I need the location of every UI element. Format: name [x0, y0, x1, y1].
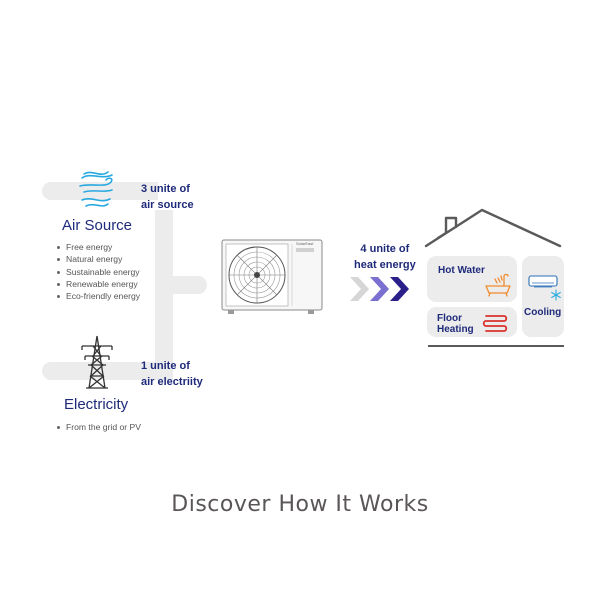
wind-icon	[78, 166, 118, 216]
room-cooling	[522, 256, 564, 337]
air-source-amount-line1: 3 unite of	[141, 183, 190, 195]
chevron-arrows-icon	[348, 276, 418, 302]
electricity-amount-line2: air electriity	[141, 376, 203, 388]
snowflake-icon	[550, 288, 562, 301]
air-source-amount-label: 3 unite of air source	[141, 181, 194, 213]
electricity-amount-label: 1 unite of air electriity	[141, 358, 203, 390]
bathtub-icon	[484, 272, 512, 298]
cooling-label: Cooling	[524, 307, 562, 318]
house-roof-icon	[422, 206, 564, 252]
power-pylon-icon	[76, 334, 118, 390]
air-source-bullet: Eco-friendly energy	[56, 291, 141, 302]
heat-energy-amount-label: 4 unite of heat energy	[354, 241, 416, 273]
floor-heating-label: Floor Heating	[437, 313, 474, 335]
connector-bar-vertical	[155, 210, 173, 380]
connector-bar-bottom	[42, 362, 173, 380]
floor-heating-label-line1: Floor	[437, 313, 462, 324]
hot-water-label: Hot Water	[438, 265, 485, 276]
heat-pump-brand-label: SolarEast	[296, 241, 314, 246]
air-source-title: Air Source	[62, 217, 133, 234]
electricity-bullet-list: From the grid or PV	[54, 421, 141, 433]
page-title: Discover How It Works	[171, 492, 429, 517]
air-source-bullet-list: Free energy Natural energy Sustainable e…	[54, 241, 140, 302]
electricity-bullet: From the grid or PV	[57, 422, 141, 432]
air-source-bullet: Natural energy	[56, 253, 140, 265]
connector-bar-middle	[155, 276, 207, 294]
house-floor-line	[428, 345, 564, 347]
air-source-bullet: Sustainable energy	[56, 266, 140, 277]
air-source-bullet: Free energy	[56, 241, 140, 253]
air-source-bullet: Renewable energy	[56, 278, 140, 290]
electricity-amount-line1: 1 unite of	[141, 360, 190, 372]
air-conditioner-icon	[528, 275, 558, 289]
heat-energy-amount-line2: heat energy	[354, 259, 416, 271]
floor-heating-label-line2: Heating	[437, 324, 474, 335]
floor-heating-coil-icon	[482, 313, 508, 333]
air-source-amount-line2: air source	[141, 199, 194, 211]
heat-pump-unit	[220, 238, 324, 318]
heat-energy-amount-line1: 4 unite of	[360, 243, 410, 255]
electricity-title: Electricity	[64, 396, 129, 413]
room-floor-heating	[427, 307, 517, 337]
